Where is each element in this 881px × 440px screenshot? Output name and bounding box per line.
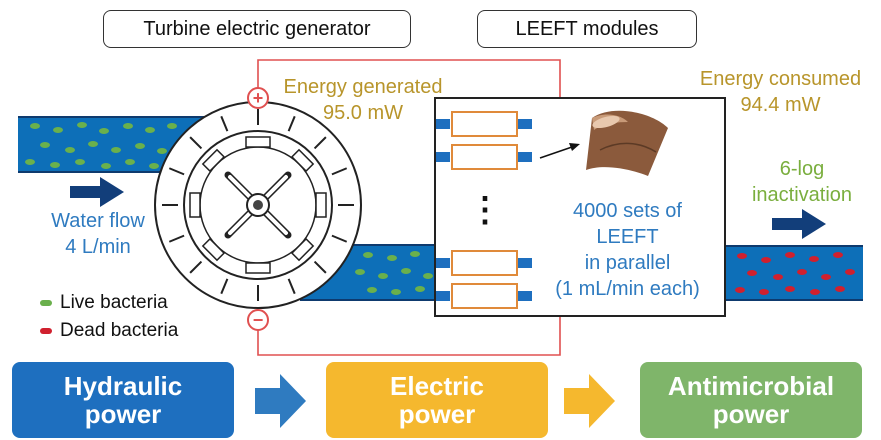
leeft-sets-name: LEEFT <box>596 226 659 248</box>
leeft-sets-count: 4000 sets of <box>573 200 682 222</box>
legend-dead-label: Dead bacteria <box>60 320 179 341</box>
leeft-module-unit <box>436 283 532 309</box>
leeft-sets-text: 4000 sets of LEEFT in parallel (1 mL/min… <box>530 198 725 302</box>
energy-generated-text: Energy generated 95.0 mW <box>268 74 458 126</box>
power-arrow-icon <box>255 374 306 428</box>
water-flow-label: Water flow <box>51 210 145 232</box>
legend-live-bacteria: Live bacteria <box>40 292 168 314</box>
turbine-generator-label: Turbine electric generator <box>103 10 411 48</box>
dead-bacteria-swatch <box>40 328 52 334</box>
hydraulic-power-line1: Hydraulic <box>63 371 183 401</box>
energy-consumed-text: Energy consumed 94.4 mW <box>683 66 878 118</box>
electric-power-line2: power <box>398 399 476 429</box>
leeft-module-unit <box>436 144 532 170</box>
positive-terminal-symbol: + <box>252 88 264 108</box>
electric-power-box: Electric power <box>326 362 548 438</box>
circuit-wire <box>257 59 561 356</box>
flow-arrow-icon <box>70 177 124 207</box>
energy-generated-label: Energy generated <box>283 76 443 98</box>
flow-arrow-icon <box>772 209 826 239</box>
pointer-arrow-icon <box>539 143 580 159</box>
legend-dead-bacteria: Dead bacteria <box>40 320 178 342</box>
outlet-pipe <box>725 245 863 301</box>
leeft-module-box <box>434 97 726 317</box>
antimicrobial-power-box: Antimicrobial power <box>640 362 862 438</box>
water-flow-text: Water flow 4 L/min <box>28 208 168 260</box>
leeft-sets-arrangement: in parallel <box>584 252 671 274</box>
leeft-module-unit <box>436 111 532 137</box>
inactivation-text: 6-log inactivation <box>732 156 872 208</box>
electrode-tube-icon <box>586 110 668 176</box>
negative-terminal-symbol: − <box>252 310 264 330</box>
leeft-sets-rate: (1 mL/min each) <box>555 278 700 300</box>
energy-generated-value: 95.0 mW <box>322 102 404 124</box>
more-modules-ellipsis: ⋮ <box>468 191 502 229</box>
antimicrobial-power-line2: power <box>712 399 790 429</box>
turbine-icon <box>154 101 362 309</box>
hydraulic-power-box: Hydraulic power <box>12 362 234 438</box>
water-flow-value: 4 L/min <box>65 236 131 258</box>
dead-bacteria-cluster <box>735 252 855 295</box>
live-bacteria-cluster <box>355 251 433 295</box>
negative-terminal-icon <box>247 309 269 331</box>
legend-live-label: Live bacteria <box>60 292 168 313</box>
leeft-modules-label: LEEFT modules <box>477 10 697 48</box>
inactivation-label: inactivation <box>751 184 853 206</box>
power-arrow-icon <box>564 374 615 428</box>
antimicrobial-power-line1: Antimicrobial <box>667 371 835 401</box>
electric-power-line1: Electric <box>390 371 484 401</box>
hydraulic-power-line2: power <box>84 399 162 429</box>
leeft-module-unit <box>436 250 532 276</box>
inactivation-log: 6-log <box>779 158 825 180</box>
positive-terminal-icon <box>247 87 269 109</box>
energy-consumed-value: 94.4 mW <box>740 94 821 116</box>
energy-consumed-label: Energy consumed <box>699 68 862 90</box>
live-bacteria-swatch <box>40 300 52 306</box>
